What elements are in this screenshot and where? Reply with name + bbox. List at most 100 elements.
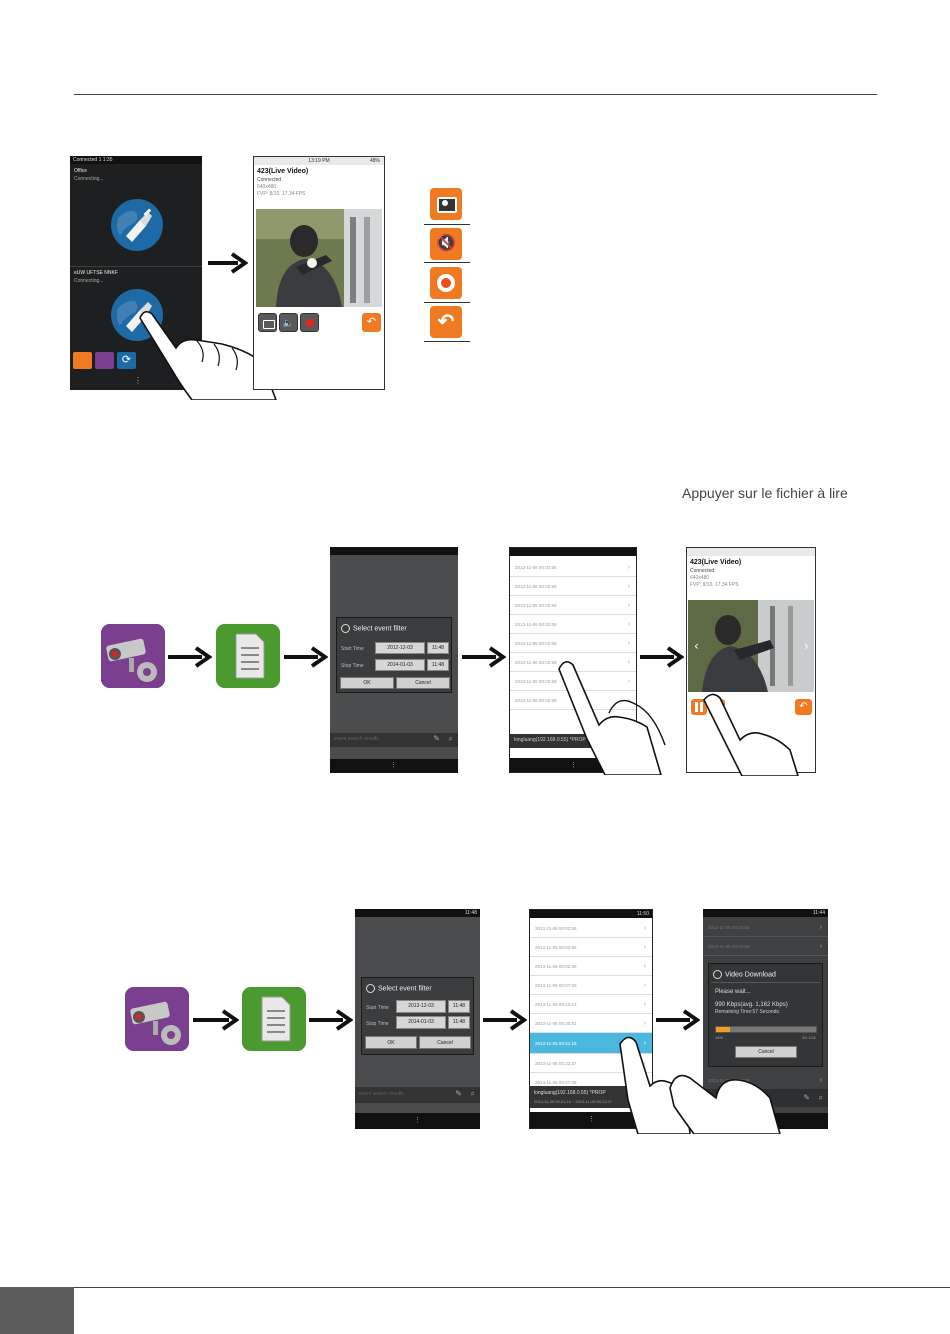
list-item[interactable]: 2013-11-06 00:02:59› (510, 615, 636, 634)
search-bar: event search results ✎ ⌕ (330, 733, 458, 747)
camera-settings-app-icon[interactable] (101, 624, 165, 688)
chevron-right-icon: › (819, 1077, 822, 1084)
list-item[interactable]: 2013-11-06 00:02:56› (530, 919, 652, 938)
nav-bar: ⋮ (355, 1113, 480, 1129)
search-icon[interactable]: ⌕ (470, 1089, 475, 1098)
instruction-text: Appuyer sur le fichier à lire (682, 485, 848, 501)
edit-icon[interactable]: ✎ (455, 1089, 462, 1098)
list-item[interactable]: 2013-11-06 00:20:51› (530, 1014, 652, 1033)
live-title: 423(Live Video) (257, 168, 309, 175)
list-item[interactable]: 2013-11-06 00:22:37› (530, 1054, 652, 1073)
device-footer-text: longluang(192.168.0.55) *PROP (514, 737, 586, 743)
chevron-right-icon: › (643, 982, 646, 989)
list-item[interactable]: 2013-11-06 00:02:56› (703, 918, 828, 937)
snapshot-button[interactable] (258, 313, 277, 332)
back-button[interactable]: ↶ (362, 313, 381, 332)
cancel-button[interactable]: Cancel (735, 1046, 797, 1058)
chevron-right-icon: › (643, 1060, 646, 1067)
search-hint: event search results (334, 736, 379, 742)
chevron-right-icon: › (643, 925, 646, 932)
list-item[interactable]: 2013-11-06 00:02:56› (530, 938, 652, 957)
ok-button[interactable]: OK (340, 677, 394, 689)
search-hint: event search results (359, 1091, 404, 1097)
legend-rule (424, 302, 470, 303)
cancel-button[interactable]: Cancel (419, 1036, 471, 1049)
list-item[interactable]: 2013-11-06 00:02:56› (510, 558, 636, 577)
list-item[interactable]: 2013-11-06 00:02:59› (510, 577, 636, 596)
refresh-icon[interactable]: ⟳ (117, 352, 136, 369)
globe-icon[interactable] (110, 198, 164, 252)
video-frame-burglar: ‹ › (688, 600, 814, 692)
menu-icon[interactable]: ⋮ (570, 762, 577, 769)
chevron-right-icon: › (627, 621, 630, 628)
menu-icon[interactable]: ⋮ (588, 1116, 595, 1123)
start-date-field[interactable]: 2013-12-03 (396, 1000, 446, 1013)
camera-gear-icon (101, 624, 165, 688)
pause-button[interactable] (691, 699, 707, 715)
start-time-field[interactable]: 11:48 (427, 642, 449, 654)
nav-bar: ⋮ (330, 759, 458, 773)
event-list-app-icon[interactable] (242, 987, 306, 1051)
list-item[interactable]: 2013-11-06 00:02:56› (703, 937, 828, 956)
arrow-right-icon (656, 1009, 700, 1031)
info-icon (713, 970, 722, 979)
toolbar-icon-orange[interactable] (73, 352, 92, 369)
stop-time-field[interactable]: 11:48 (448, 1016, 470, 1029)
start-time-field[interactable]: 11:48 (448, 1000, 470, 1013)
ok-button[interactable]: OK (365, 1036, 417, 1049)
menu-icon[interactable]: ⋮ (134, 376, 142, 385)
back-button[interactable]: ↶ (795, 699, 812, 715)
list-item[interactable]: 2013-11-06 00:10:12› (530, 995, 652, 1014)
stop-label: Stop Time (366, 1021, 389, 1027)
footer-range-text: 2013-11-06 00:21:18 ~ 2013-11-06 00:22:3… (534, 1099, 613, 1104)
list-item[interactable]: 2013-11-06 00:02:59› (510, 596, 636, 615)
phone-event-list: 11:50 2013-11-06 00:02:56› 2013-11-06 00… (529, 909, 653, 1129)
mute-button[interactable]: 🔈 (279, 313, 298, 332)
stop-date-field[interactable]: 2014-01-03 (375, 659, 425, 671)
stop-label: Stop Time (341, 663, 364, 669)
legend-record-icon (430, 267, 462, 299)
cancel-button[interactable]: Cancel (396, 677, 450, 689)
status-bar: 11:50 (530, 910, 652, 918)
wait-text: Please wait... (715, 989, 751, 995)
connection-state: Connected (257, 177, 282, 183)
event-list-app-icon[interactable] (216, 624, 280, 688)
start-date-field[interactable]: 2012-12-03 (375, 642, 425, 654)
chevron-right-icon: › (643, 944, 646, 951)
record-button[interactable] (300, 313, 319, 332)
connection-state: Connected (690, 568, 715, 574)
stop-time-field[interactable]: 11:48 (427, 659, 449, 671)
arrow-right-icon (309, 1009, 353, 1031)
footer-rule (74, 1287, 950, 1288)
document-icon (242, 987, 306, 1051)
menu-icon[interactable]: ⋮ (390, 762, 397, 769)
edit-icon[interactable]: ✎ (803, 1093, 810, 1102)
hand-pointer-icon (139, 310, 277, 400)
rate-text: 990 Kbps(avg. 1,162 Kbps) (715, 1002, 788, 1008)
nav-bar: ⋮ (530, 1112, 652, 1128)
resolution: 640x480 (690, 575, 710, 581)
list-item[interactable]: 2013-11-06 00:02:59› (510, 634, 636, 653)
status-bar (330, 547, 458, 555)
chevron-right-icon: › (627, 602, 630, 609)
chevron-right-icon: › (643, 1040, 646, 1047)
legend-rule (424, 341, 470, 342)
progress-bar (715, 1026, 817, 1033)
stop-date-field[interactable]: 2014-01-03 (396, 1016, 446, 1029)
list-item[interactable]: 2013-11-06 00:02:58› (530, 957, 652, 976)
toolbar-icon-purple[interactable] (95, 352, 114, 369)
event-filter-dialog: Select event filter Start Time 2012-12-0… (336, 617, 452, 693)
status-bar: 11:48 (355, 909, 480, 917)
search-bar: event search results ✎ ⌕ (355, 1087, 480, 1103)
camera-settings-app-icon[interactable] (125, 987, 189, 1051)
hand-pointer-icon (669, 1074, 781, 1134)
list-item[interactable]: 2013-11-06 00:02:59› (510, 691, 636, 710)
legend-mute-icon: 🔇 (430, 228, 462, 260)
video-frame-burglar (256, 209, 382, 307)
search-icon[interactable]: ⌕ (448, 734, 453, 743)
menu-icon[interactable]: ⋮ (414, 1117, 421, 1124)
search-icon[interactable]: ⌕ (818, 1093, 823, 1102)
list-item[interactable]: 2013-11-06 00:07:59› (530, 976, 652, 995)
edit-icon[interactable]: ✎ (433, 734, 440, 743)
info-icon (341, 624, 350, 633)
